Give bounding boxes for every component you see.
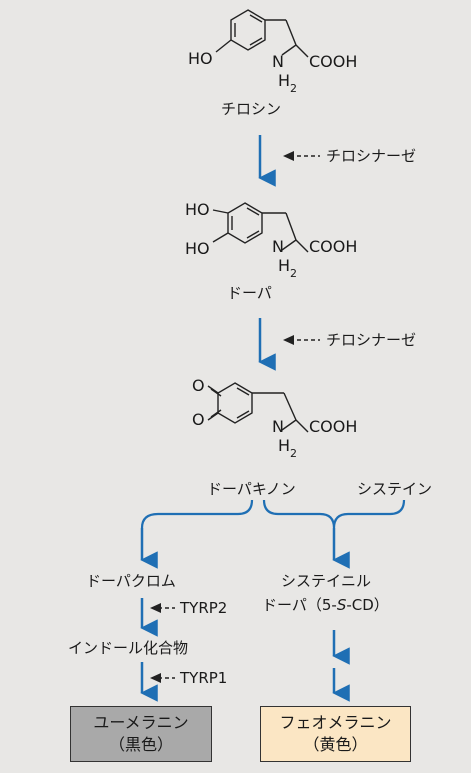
- enzyme-arrow-2: [283, 335, 320, 345]
- dopaquinone-structure: [207, 382, 309, 433]
- enzyme-tyrp2: TYRP2: [180, 599, 228, 617]
- dopa-n-label: N: [272, 237, 284, 256]
- dopaquinone-n-label: N: [272, 417, 284, 436]
- dopachrome-name: ドーパクロム: [86, 572, 176, 590]
- branch-connector: [140, 499, 406, 529]
- indole-compound-name: インドール化合物: [68, 639, 189, 657]
- tyrosine-cooh-label: COOH: [309, 52, 358, 71]
- pheomelanin-box: フェオメラニン （黄色）: [260, 706, 411, 762]
- enzyme-arrow-1: [283, 151, 320, 161]
- cysteinyldopa-line1: システイニル: [281, 572, 372, 590]
- dopa-h-subscript: 2: [290, 267, 297, 280]
- eumelanin-name: ユーメラニン: [93, 713, 189, 732]
- cysteine-name: システイン: [357, 480, 433, 498]
- dopaquinone-h-label: H: [278, 436, 291, 455]
- eumelanin-box: ユーメラニン （黒色）: [70, 706, 212, 762]
- pheomelanin-color: （黄色）: [303, 735, 368, 754]
- cysteinyldopa-line2-start: ドーパ（5-: [262, 596, 337, 614]
- enzyme-tyrosinase-2: チロシナーゼ: [326, 331, 417, 349]
- dopa-structure: [212, 202, 309, 253]
- enzyme-tyrp1: TYRP1: [180, 669, 228, 687]
- cysteinyldopa-line2: ドーパ（5-S-CD）: [262, 596, 389, 614]
- tyrosine-structure: [215, 9, 309, 58]
- dopa-ho2-label: HO: [185, 239, 210, 258]
- tyrosine-ho-label: HO: [188, 49, 213, 68]
- tyrosine-h-label: H: [278, 71, 291, 90]
- dopa-name: ドーパ: [227, 284, 272, 302]
- dopaquinone-cooh-label: COOH: [309, 417, 358, 436]
- cysteinyldopa-line2-end: -CD）: [346, 596, 389, 614]
- tyrosine-n-label: N: [272, 52, 284, 71]
- eumelanin-color: （黒色）: [108, 735, 173, 754]
- enzyme-arrow-tyrp1: [150, 673, 175, 683]
- dopa-h-label: H: [278, 256, 291, 275]
- tyrosine-name: チロシン: [221, 100, 282, 118]
- dopa-cooh-label: COOH: [309, 237, 358, 256]
- pheomelanin-name: フェオメラニン: [279, 713, 392, 732]
- enzyme-arrow-tyrp2: [150, 603, 175, 613]
- dopaquinone-o1-label: O: [192, 376, 205, 395]
- dopaquinone-name: ドーパキノン: [207, 480, 296, 498]
- dopaquinone-o2-label: O: [192, 410, 205, 429]
- tyrosine-h-subscript: 2: [290, 82, 297, 95]
- dopa-ho1-label: HO: [185, 200, 210, 219]
- cysteinyldopa-s-italic: S: [336, 596, 347, 614]
- enzyme-tyrosinase-1: チロシナーゼ: [326, 147, 417, 165]
- dopaquinone-h-subscript: 2: [290, 447, 297, 460]
